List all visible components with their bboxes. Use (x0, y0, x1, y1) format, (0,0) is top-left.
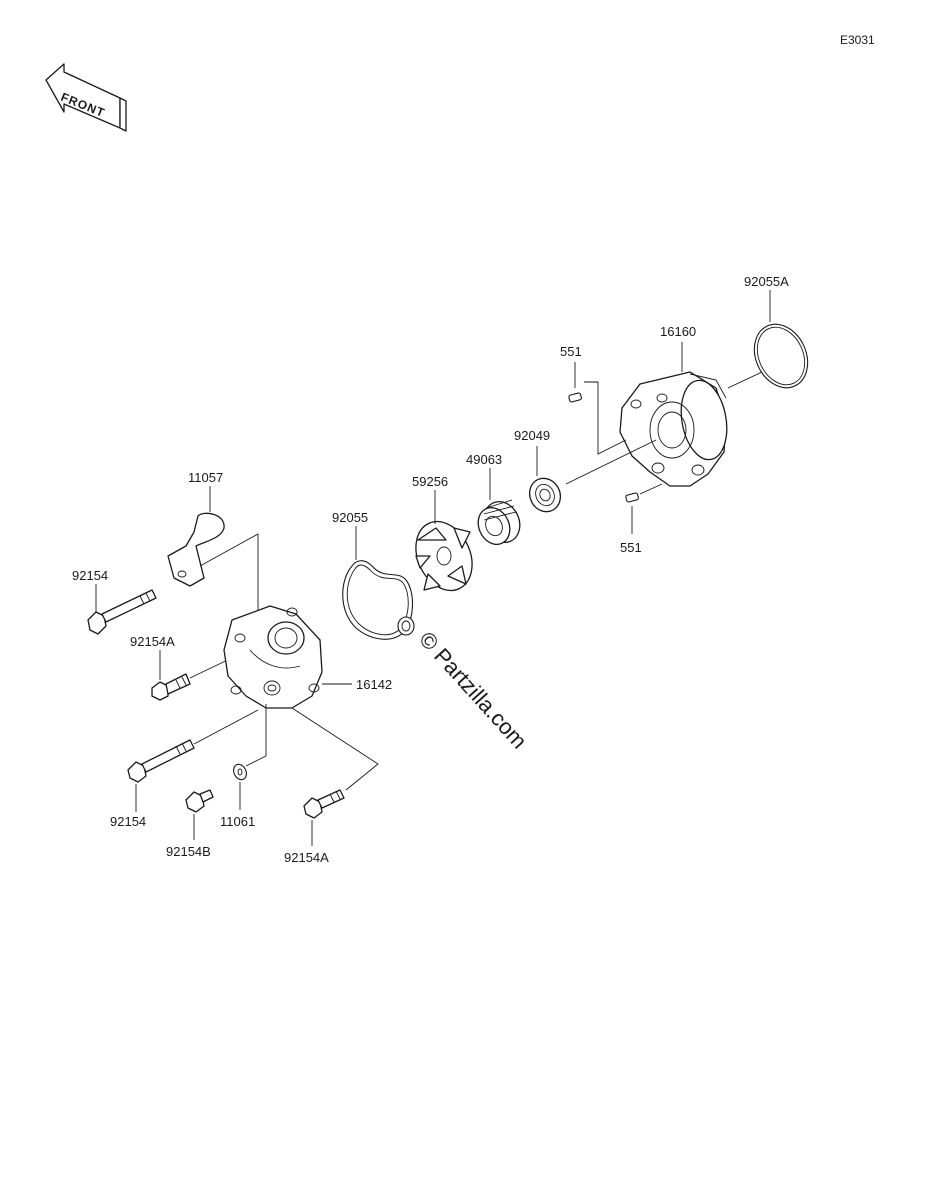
bolt-92154b (185, 789, 214, 813)
leader-92055a-axis (727, 371, 763, 389)
label-92154-top: 92154 (72, 568, 108, 583)
pump-body-16160 (619, 371, 728, 487)
label-11061: 11061 (220, 814, 255, 829)
oil-seal-92049 (528, 477, 562, 513)
label-92049: 92049 (514, 428, 550, 443)
washer-11061 (233, 763, 247, 781)
diagram-reference: E3031 (840, 33, 875, 47)
label-551-bottom: 551 (620, 540, 642, 555)
label-16160: 16160 (660, 324, 696, 339)
o-ring-92055 (342, 560, 415, 640)
label-16142: 16142 (356, 677, 392, 692)
o-ring-92055a (753, 323, 809, 389)
mechanical-seal-49063 (477, 499, 521, 545)
label-92055a: 92055A (744, 274, 789, 289)
bolt-92154a-top (151, 673, 191, 701)
bolt-92154-bottom (127, 739, 195, 783)
leader-551-top-axis (584, 381, 627, 455)
label-92154-bottom: 92154 (110, 814, 146, 829)
leader-92049-axis (565, 439, 657, 485)
label-11057: 11057 (188, 470, 223, 485)
label-92154a-bottom: 92154A (284, 850, 329, 865)
clamp-11057 (167, 512, 225, 587)
label-92154a-top: 92154A (130, 634, 175, 649)
front-arrow-icon: FRONT (45, 63, 127, 132)
leader-551-bottom-axis (639, 483, 663, 495)
leader-92154a-bottom-axis (291, 707, 379, 791)
bolt-92154a-bottom (303, 789, 345, 819)
dowel-pin-551-top (568, 392, 582, 403)
label-92055: 92055 (332, 510, 368, 525)
leader-11061-axis (245, 704, 267, 767)
dowel-pin-551-bottom (625, 492, 639, 503)
label-92154b: 92154B (166, 844, 211, 859)
pump-cover-16142 (223, 605, 323, 709)
bolt-92154-top (87, 589, 157, 635)
watermark: © Partzilla.com (414, 627, 532, 754)
label-49063: 49063 (466, 452, 502, 467)
label-59256: 59256 (412, 474, 448, 489)
leader-11057-axis (199, 533, 259, 616)
leader-92154-bottom-axis (193, 709, 259, 745)
label-551-top: 551 (560, 344, 582, 359)
impeller-59256 (415, 520, 473, 592)
